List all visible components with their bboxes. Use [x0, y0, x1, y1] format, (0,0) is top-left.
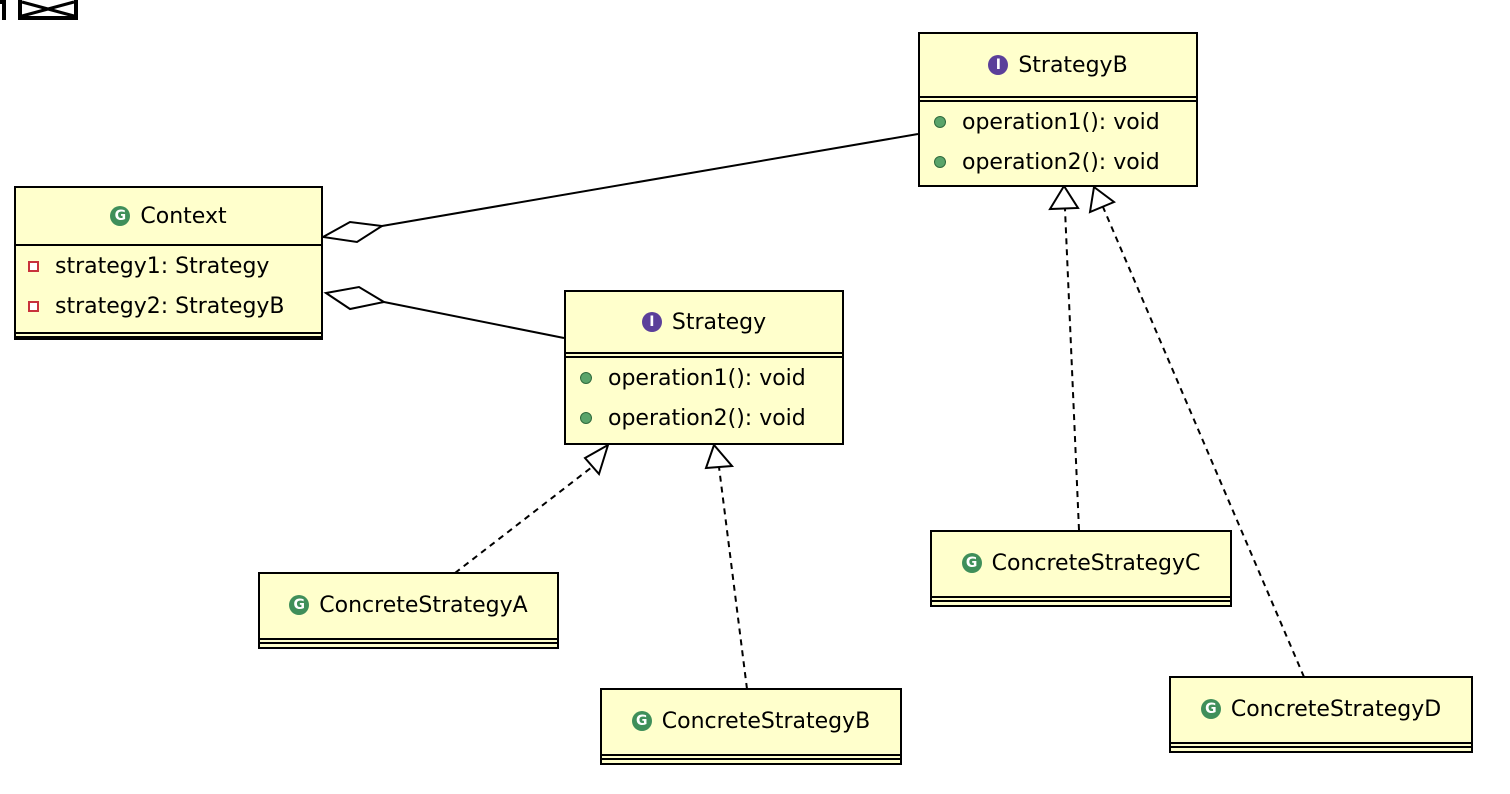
- public-method-icon: [580, 412, 592, 424]
- class-box-concrete-strategy-d[interactable]: G ConcreteStrategyD: [1169, 676, 1473, 753]
- aggregation-diamond-strategyb: [319, 220, 385, 244]
- interface-header: I Strategy: [566, 292, 842, 352]
- interface-icon: I: [641, 312, 662, 332]
- interface-icon: I: [988, 55, 1009, 75]
- class-icon: G: [961, 553, 982, 573]
- field-row: strategy1: Strategy: [16, 246, 321, 286]
- class-icon: G: [1200, 699, 1221, 719]
- divider: [260, 638, 557, 644]
- realization-line-b: [718, 466, 748, 690]
- class-header: G ConcreteStrategyC: [932, 532, 1230, 594]
- divider: [16, 332, 321, 338]
- class-header: G ConcreteStrategyD: [1171, 678, 1471, 740]
- class-box-concrete-strategy-c[interactable]: G ConcreteStrategyC: [930, 530, 1232, 607]
- realization-arrow-b: [704, 443, 735, 470]
- public-method-icon: [934, 116, 946, 128]
- divider: [566, 352, 842, 358]
- method-row: operation2(): void: [566, 398, 842, 438]
- class-header: G ConcreteStrategyA: [260, 574, 557, 636]
- realization-line-a: [454, 466, 593, 574]
- interface-box-strategyb[interactable]: I StrategyB operation1(): void operation…: [918, 32, 1198, 187]
- class-box-concrete-strategy-b[interactable]: G ConcreteStrategyB: [600, 688, 902, 765]
- class-header: G ConcreteStrategyB: [602, 690, 900, 752]
- aggregation-line-context-strategyb: [381, 133, 919, 227]
- realization-arrow-a: [583, 442, 610, 477]
- field-label: strategy1: Strategy: [55, 253, 270, 279]
- method-label: operation2(): void: [608, 405, 806, 431]
- interface-box-strategy[interactable]: I Strategy operation1(): void operation2…: [564, 290, 844, 445]
- interface-header: I StrategyB: [920, 34, 1196, 96]
- aggregation-line-context-strategy: [383, 301, 565, 339]
- realization-arrow-c: [1048, 184, 1080, 211]
- method-label: operation2(): void: [962, 149, 1160, 175]
- public-method-icon: [580, 372, 592, 384]
- method-row: operation2(): void: [920, 142, 1196, 182]
- class-name: ConcreteStrategyB: [661, 708, 871, 734]
- divider: [16, 244, 321, 246]
- aggregation-diamond-strategy: [323, 285, 387, 311]
- method-row: operation1(): void: [920, 102, 1196, 142]
- class-box-context[interactable]: G Context strategy1: Strategy strategy2:…: [14, 186, 323, 340]
- method-row: operation1(): void: [566, 358, 842, 398]
- class-icon: G: [289, 595, 310, 615]
- method-label: operation1(): void: [608, 365, 806, 391]
- class-name: ConcreteStrategyC: [991, 550, 1201, 576]
- cropped-frame-fragment: [0, 0, 78, 20]
- class-name: Context: [140, 203, 227, 229]
- divider: [932, 596, 1230, 602]
- divider: [1171, 742, 1471, 748]
- class-icon: G: [631, 711, 652, 731]
- interface-name: Strategy: [671, 309, 767, 335]
- realization-line-c: [1064, 208, 1080, 531]
- interface-name: StrategyB: [1018, 52, 1128, 78]
- class-name: ConcreteStrategyA: [319, 592, 528, 618]
- class-icon: G: [110, 206, 131, 226]
- class-name: ConcreteStrategyD: [1230, 696, 1442, 722]
- divider: [602, 754, 900, 760]
- class-box-concrete-strategy-a[interactable]: G ConcreteStrategyA: [258, 572, 559, 649]
- class-header: G Context: [16, 188, 321, 244]
- private-field-icon: [28, 300, 39, 312]
- field-label: strategy2: StrategyB: [55, 293, 285, 319]
- realization-arrow-d: [1088, 185, 1116, 214]
- realization-line-d: [1102, 206, 1305, 678]
- public-method-icon: [934, 156, 946, 168]
- private-field-icon: [28, 260, 39, 272]
- method-label: operation1(): void: [962, 109, 1160, 135]
- field-row: strategy2: StrategyB: [16, 286, 321, 326]
- divider: [920, 96, 1196, 102]
